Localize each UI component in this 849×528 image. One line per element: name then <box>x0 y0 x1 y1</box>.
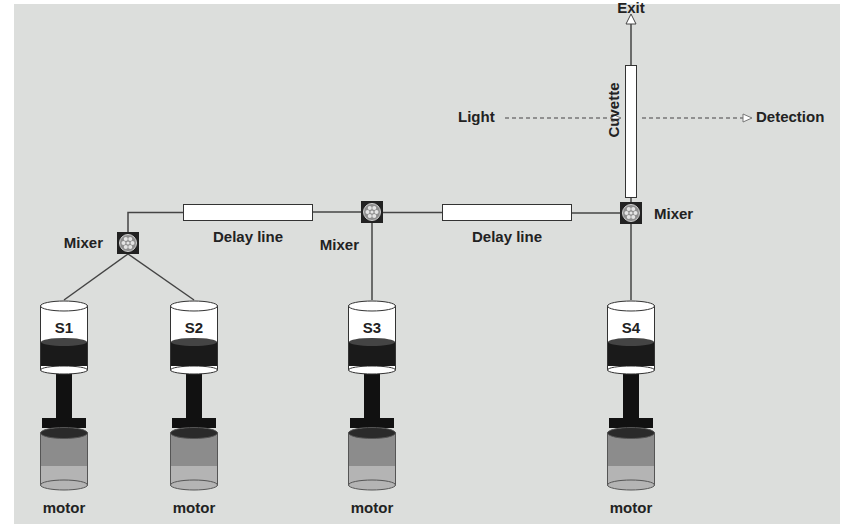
delay-label: Delay line <box>442 229 572 246</box>
motor-shape <box>607 426 655 492</box>
syringe: S4 <box>607 300 655 372</box>
cuvette-cell: Cuvette <box>625 65 637 198</box>
tube-connector <box>128 213 183 233</box>
tube-connector <box>630 224 632 300</box>
tube-connector <box>64 254 128 300</box>
port-label: Light <box>458 109 495 126</box>
mixer: Mixer <box>117 232 139 254</box>
mixer-shape <box>361 201 383 223</box>
exit-line <box>630 24 632 65</box>
syringe-label: S1 <box>40 320 88 337</box>
syringe: S2 <box>170 300 218 372</box>
motor: motor <box>348 426 396 492</box>
mixer: Mixer <box>361 201 383 223</box>
mixer-shape <box>117 232 139 254</box>
plunger-rods <box>42 370 653 428</box>
port-label: Detection <box>756 109 824 126</box>
delay-shape <box>183 204 313 221</box>
tube-connector <box>313 211 361 213</box>
mixer-shape <box>620 202 642 224</box>
delay-line: Delay line <box>442 204 572 221</box>
motor-label: motor <box>30 500 98 517</box>
syringe: S1 <box>40 300 88 372</box>
cuvette-shape <box>625 65 637 198</box>
tube-connector <box>572 212 620 214</box>
motor: motor <box>40 426 88 492</box>
motor-shape <box>40 426 88 492</box>
motor-label: motor <box>160 500 228 517</box>
syringe: S3 <box>348 300 396 372</box>
mixer: Mixer <box>620 202 642 224</box>
light-beam <box>505 117 613 119</box>
delay-shape <box>442 204 572 221</box>
motor-shape <box>348 426 396 492</box>
tube-connector <box>630 198 632 202</box>
tube-connector <box>128 254 194 300</box>
syringe-label: S4 <box>607 320 655 337</box>
background-panel <box>14 4 840 524</box>
cuvette-label: Cuvette <box>606 82 623 137</box>
motor-shape <box>170 426 218 492</box>
tube-connector <box>371 223 373 300</box>
motor-label: motor <box>597 500 665 517</box>
motor: motor <box>170 426 218 492</box>
delay-label: Delay line <box>183 229 313 246</box>
port-label: Exit <box>617 0 645 17</box>
delay-line: Delay line <box>183 204 313 221</box>
detection-arrowhead <box>743 114 752 122</box>
mixer-label: Mixer <box>64 235 103 252</box>
syringe-label: S2 <box>170 320 218 337</box>
mixer-label: Mixer <box>320 237 359 254</box>
motor-label: motor <box>338 500 406 517</box>
detection-beam <box>642 117 744 119</box>
motor: motor <box>607 426 655 492</box>
syringe-label: S3 <box>348 320 396 337</box>
tube-connector <box>383 212 442 214</box>
mixer-label: Mixer <box>654 206 693 223</box>
